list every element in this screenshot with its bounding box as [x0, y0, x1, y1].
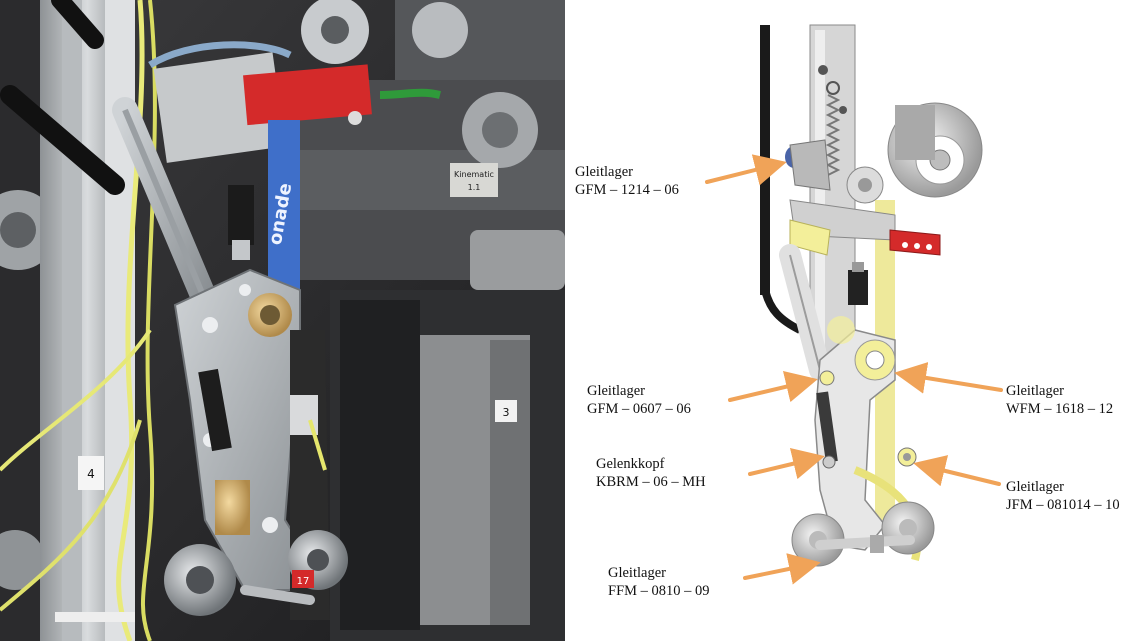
kinematic-plate — [450, 163, 498, 197]
arrow-gfm-0607 — [728, 370, 818, 403]
callout-code: GFM – 1214 – 06 — [575, 182, 679, 198]
callout-jfm-081014: Gleitlager JFM – 081014 – 10 — [1006, 478, 1120, 514]
callout-code: FFM – 0810 – 09 — [608, 583, 710, 599]
callout-label: Gleitlager — [1006, 479, 1064, 495]
callout-kbrm-06: Gelenkkopf KBRM – 06 – MH — [596, 455, 706, 491]
blue-strap — [268, 120, 300, 310]
callout-gfm-0607: Gleitlager GFM – 0607 – 06 — [587, 382, 691, 418]
callout-code: WFM – 1618 – 12 — [1006, 401, 1114, 417]
cad-diagram — [705, 24, 1003, 585]
cad-red-tab — [889, 229, 941, 256]
red-tab — [243, 64, 372, 126]
callout-label: Gleitlager — [575, 164, 633, 180]
callout-code: JFM – 081014 – 10 — [1006, 497, 1120, 513]
bearing-gfm-0607 — [819, 370, 835, 386]
spring — [825, 94, 841, 176]
number-tag-left — [78, 456, 104, 490]
arrow-wfm-1618 — [894, 362, 1003, 394]
callout-gfm-1214: Gleitlager GFM – 1214 – 06 — [575, 163, 679, 199]
callout-label: Gleitlager — [587, 383, 645, 399]
mechanism-photo: Kinematic 1.1 3 4 onade 17 — [0, 0, 565, 641]
kinematic-plate-number: 1.1 — [468, 183, 481, 192]
callout-ffm-0810: Gleitlager FFM – 0810 – 09 — [608, 564, 710, 600]
part-number-tag — [292, 570, 314, 588]
callout-code: GFM – 0607 – 06 — [587, 401, 691, 417]
arrow-gfm-1214 — [705, 154, 787, 186]
svg-text:17: 17 — [297, 576, 310, 587]
rod-end-kbrm — [816, 391, 838, 463]
callout-label: Gelenkkopf — [596, 456, 665, 472]
arrow-ffm-0810 — [743, 553, 821, 585]
callout-label: Gleitlager — [608, 565, 666, 581]
callout-code: KBRM – 06 – MH — [596, 474, 706, 490]
svg-text:4: 4 — [87, 467, 95, 481]
arrow-jfm-081014 — [913, 455, 1001, 487]
svg-text:3: 3 — [503, 406, 510, 419]
arrow-kbrm-06 — [748, 448, 825, 480]
kinematic-plate-text: Kinematic — [454, 170, 494, 179]
number-tag-right — [495, 400, 517, 422]
callout-wfm-1618: Gleitlager WFM – 1618 – 12 — [1006, 382, 1113, 418]
callout-label: Gleitlager — [1006, 383, 1064, 399]
